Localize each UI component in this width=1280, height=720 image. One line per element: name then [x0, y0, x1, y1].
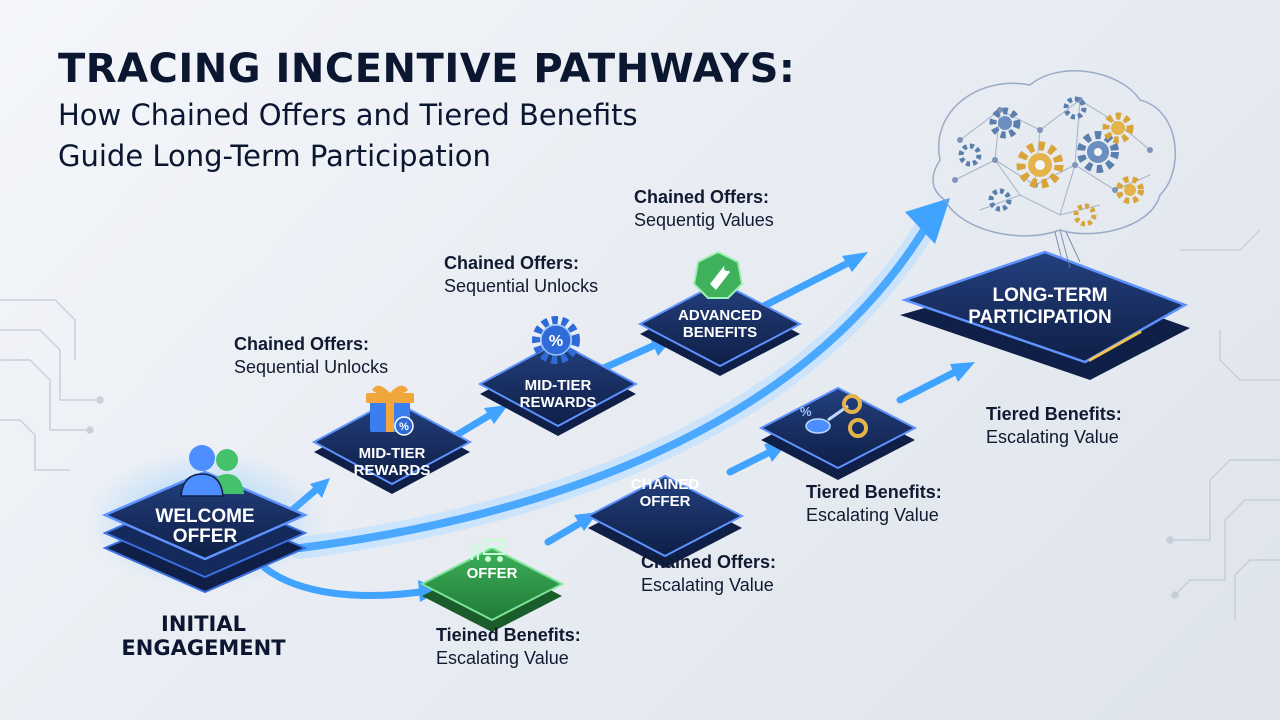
long-term-label-2: PARTICIPATION — [968, 307, 1112, 328]
gift-icon: % — [366, 385, 414, 436]
offer-tile — [419, 546, 565, 632]
gear-percent-text: % — [549, 333, 563, 350]
mid-tier-1-label-1: MID-TIER — [359, 445, 426, 462]
chained-offer-label-1: CHAINED — [631, 476, 700, 493]
caption-subtext: Sequential Unlocks — [444, 276, 599, 296]
caption-lower-2: Chained Offers: Escalating Value — [641, 551, 776, 597]
key-percent-icon: % — [800, 394, 868, 438]
caption-subtext: Sequential Unlocks — [234, 357, 389, 377]
caption-subtext: Escalating Value — [641, 575, 774, 595]
lower-swoop-arrow — [261, 564, 424, 599]
caption-subtext: Escalating Value — [436, 648, 569, 668]
percent-gear-icon: % — [532, 316, 580, 364]
caption-heading: Tieined Benefits: — [436, 625, 581, 645]
caption-subtext: Escalating Value — [986, 427, 1119, 447]
caption-right: Tiered Benefits: Escalating Value — [986, 403, 1122, 449]
caption-heading: Chained Offers: — [634, 187, 770, 207]
caption-upper-1: Chained Offers: Sequential Unlocks — [234, 333, 388, 379]
long-term-participation-tile — [900, 250, 1190, 380]
mid-tier-1-label-2: REWARDS — [354, 462, 431, 479]
circuit-lines-right — [1166, 229, 1280, 620]
cart-icon — [471, 539, 505, 562]
tiered-key-tile — [758, 386, 918, 480]
key-percent-text: % — [800, 404, 812, 419]
welcome-label-2: OFFER — [173, 526, 238, 547]
circuit-lines-left — [0, 299, 104, 471]
advanced-benefits-tile — [637, 280, 803, 376]
gears-icon — [958, 96, 1144, 227]
mid-tier-2-label-2: REWARDS — [520, 394, 597, 411]
caption-lower-3: Tiered Benefits: Escalating Value — [806, 481, 942, 527]
mid-tier-2-label-1: MID-TIER — [525, 377, 592, 394]
chained-offer-tile — [585, 474, 745, 568]
caption-upper-3: Chained Offers: Sequentig Values — [634, 186, 774, 232]
mid-tier-rewards-tile-1 — [311, 398, 473, 494]
lower-path-arrows — [544, 368, 959, 546]
advanced-label-1: ADVANCED — [678, 307, 762, 324]
caption-subtext: Escalating Value — [806, 505, 939, 525]
page-subtitle-line-2: Guide Long-Term Participation — [58, 139, 491, 173]
page-title: TRACING INCENTIVE PATHWAYS: — [58, 46, 796, 92]
caption-heading: Chained Offers: — [234, 334, 370, 354]
users-icon — [180, 445, 244, 497]
welcome-offer-tile — [85, 450, 325, 594]
caption-heading: Chained Offers: — [641, 552, 777, 572]
advanced-label-2: BENEFITS — [683, 324, 757, 341]
mid-tier-rewards-tile-2 — [477, 340, 639, 436]
rocket-badge-icon — [692, 250, 744, 299]
main-arrow-head — [905, 198, 950, 244]
initial-engagement-label: INITIAL ENGAGEMENT — [116, 612, 291, 660]
caption-heading: Tiered Benefits: — [986, 404, 1122, 424]
caption-subtext: Sequentig Values — [634, 210, 774, 230]
welcome-label-1: WELCOME — [155, 506, 254, 527]
caption-heading: Chained Offers: — [444, 253, 580, 273]
offer-label: OFFER — [467, 565, 518, 582]
caption-heading: Tiered Benefits: — [806, 482, 942, 502]
long-term-label-1: LONG-TERM — [992, 285, 1107, 306]
caption-lower-1: Tieined Benefits: Escalating Value — [436, 624, 581, 670]
initial-engagement-line-1: INITIAL — [161, 612, 246, 636]
gift-percent-text: % — [399, 421, 409, 433]
page-subtitle-line-1: How Chained Offers and Tiered Benefits — [58, 98, 638, 132]
chained-offer-label-2: OFFER — [640, 493, 691, 510]
caption-upper-2: Chained Offers: Sequential Unlocks — [444, 252, 598, 298]
initial-engagement-line-2: ENGAGEMENT — [121, 636, 286, 660]
